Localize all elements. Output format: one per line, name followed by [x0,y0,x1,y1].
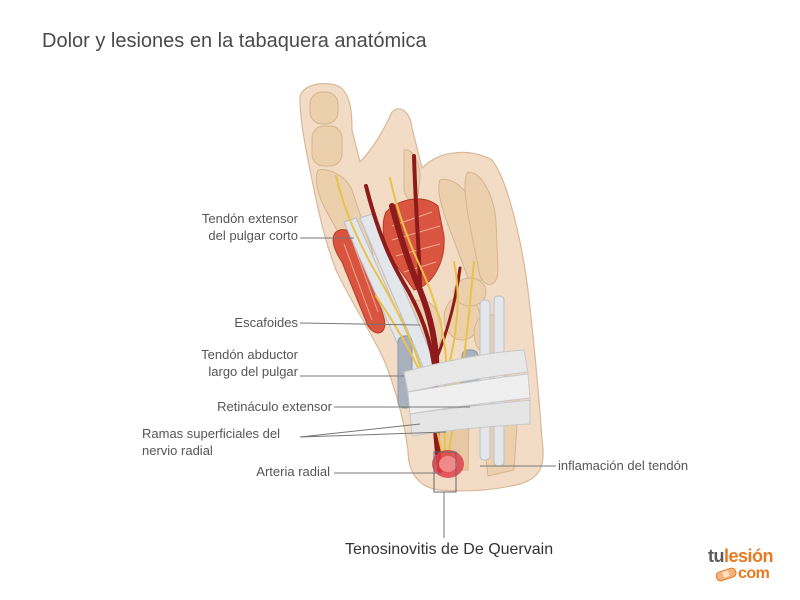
label-ramas-nervio-radial: Ramas superficiales del nervio radial [142,426,281,458]
tendon-inflammation [432,450,464,493]
brand-logo[interactable]: tulesión com [708,546,786,586]
logo-domain: com [738,565,770,582]
label-retinaculo-extensor: Retináculo extensor [217,399,332,414]
label-arteria-radial: Arteria radial [256,464,330,479]
logo-text: tulesión [708,546,774,566]
page-title: Dolor y lesiones en la tabaquera anatómi… [42,30,427,52]
label-inflamacion-tendon: inflamación del tendón [558,458,689,473]
bandage-icon [715,567,737,582]
extensor-retinaculum [403,349,531,437]
label-abductor-largo: Tendón abductor largo del pulgar [201,347,298,379]
caption-tenosinovitis: Tenosinovitis de De Quervain [345,541,554,558]
leader-lines [299,237,556,538]
label-extensor-pulgar-corto: Tendón extensor del pulgar corto [201,211,298,243]
label-escafoides: Escafoides [234,315,298,330]
